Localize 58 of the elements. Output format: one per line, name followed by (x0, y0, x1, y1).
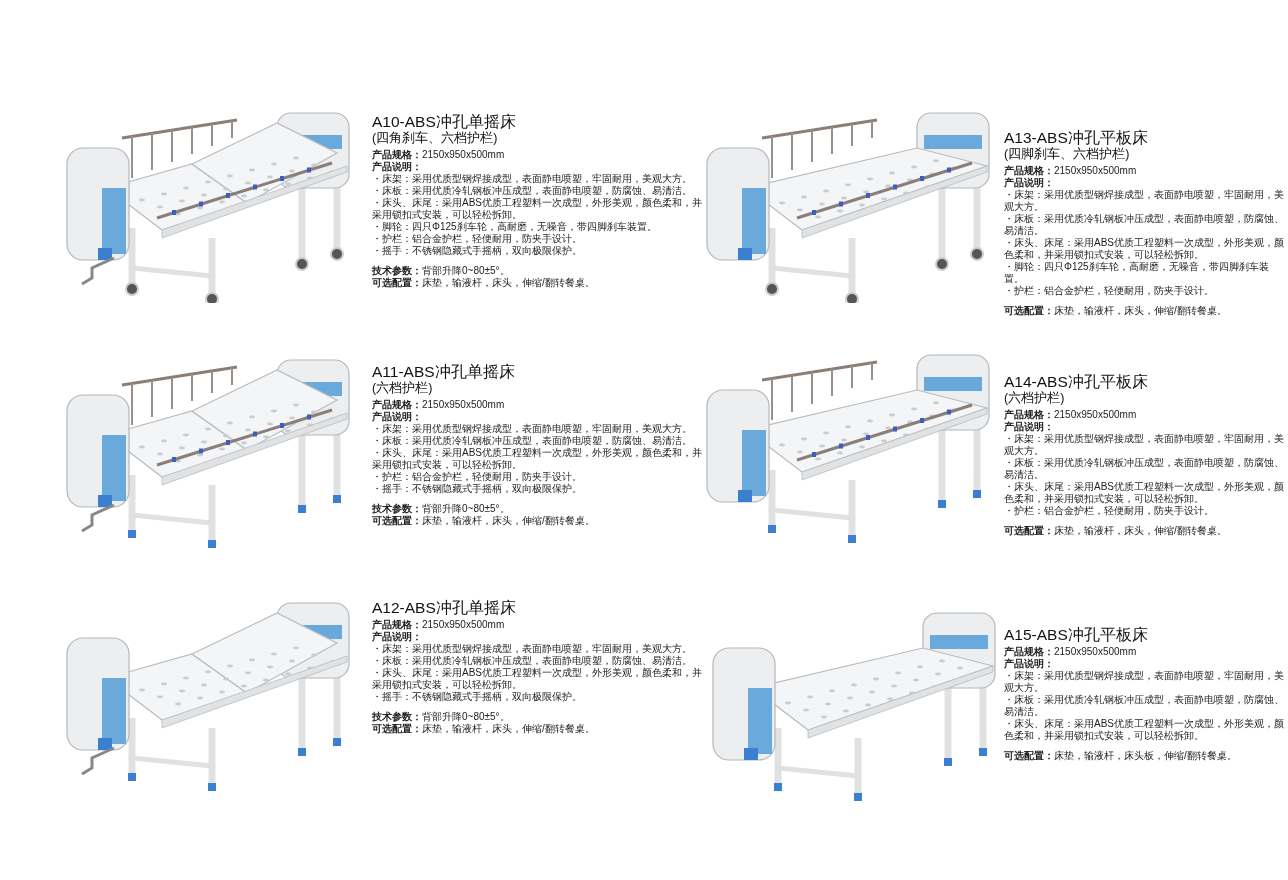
bullet-item: ・床头、床尾：采用ABS优质工程塑料一次成型，外形美观，颜色柔和，并采用锁扣式安装，可以轻松拆卸。 (1004, 718, 1285, 742)
spec-text: 可选配置：床垫，输液杆，床头，伸缩/翻转餐桌。 (1004, 305, 1228, 317)
product-title: A14-ABS冲孔平板床 (1004, 372, 1149, 391)
spec-text: 技术参数：背部升降0~80±5°。 (372, 711, 511, 723)
spec-text: 产品规格：2150x950x500mm (1004, 165, 1138, 177)
bullet-item: ・床头、床尾：采用ABS优质工程塑料一次成型，外形美观，颜色柔和，并采用锁扣式安装，可以轻松拆卸。 (1004, 481, 1285, 505)
spec-text: 产品规格：2150x950x500mm (1004, 646, 1138, 658)
product-title: A10-ABS冲孔单摇床 (372, 112, 517, 131)
section-heading: 产品说明： (1004, 658, 1055, 670)
section-heading: 产品说明： (372, 411, 423, 423)
spec-text: 产品规格：2150x950x500mm (1004, 409, 1138, 421)
bullet-item: ・床架：采用优质型钢焊接成型，表面静电喷塑，牢固耐用，美观大方。 (1004, 189, 1285, 213)
product-subtitle: (四角刹车、六档护栏) (372, 131, 499, 146)
bullet-item: ・床架：采用优质型钢焊接成型，表面静电喷塑，牢固耐用，美观大方。 (372, 643, 693, 655)
spec-text: 产品规格：2150x950x500mm (372, 619, 506, 631)
spec-text: 可选配置：床垫，输液杆，床头板，伸缩/翻转餐桌。 (1004, 750, 1238, 762)
bullet-item: ・床架：采用优质型钢焊接成型，表面静电喷塑，牢固耐用，美观大方。 (1004, 670, 1285, 694)
bullet-item: ・床板：采用优质冷轧钢板冲压成型，表面静电喷塑，防腐蚀、易清洁。 (372, 185, 693, 197)
spec-text: 可选配置：床垫，输液杆，床头，伸缩/翻转餐桌。 (372, 723, 596, 735)
section-heading: 产品说明： (372, 631, 423, 643)
bullet-item: ・护栏：铝合金护栏，轻便耐用，防夹手设计。 (372, 471, 583, 483)
product-title: A15-ABS冲孔平板床 (1004, 625, 1149, 644)
bullet-item: ・床板：采用优质冷轧钢板冲压成型，表面静电喷塑，防腐蚀、易清洁。 (372, 435, 693, 447)
bullet-item: ・摇手：不锈钢隐藏式手摇柄，双向极限保护。 (372, 245, 583, 257)
bullet-item: ・床架：采用优质型钢焊接成型，表面静电喷塑，牢固耐用，美观大方。 (372, 423, 693, 435)
section-heading: 产品说明： (1004, 177, 1055, 189)
spec-text: 可选配置：床垫，输液杆，床头，伸缩/翻转餐桌。 (372, 515, 596, 527)
bullet-item: ・床头、床尾：采用ABS优质工程塑料一次成型，外形美观，颜色柔和，并采用锁扣式安装，可以轻松拆卸。 (372, 667, 703, 691)
bullet-item: ・床头、床尾：采用ABS优质工程塑料一次成型，外形美观，颜色柔和，并采用锁扣式安装，可以轻松拆卸。 (372, 447, 703, 471)
product-subtitle: (六档护栏) (372, 381, 434, 396)
spec-text: 可选配置：床垫，输液杆，床头，伸缩/翻转餐桌。 (1004, 525, 1228, 537)
product-title: A13-ABS冲孔平板床 (1004, 128, 1149, 147)
bullet-item: ・床板：采用优质冷轧钢板冲压成型，表面静电喷塑，防腐蚀、易清洁。 (1004, 694, 1285, 718)
bullet-item: ・脚轮：四只Φ125刹车轮，高耐磨，无噪音，带四脚刹车装置。 (1004, 261, 1270, 285)
section-heading: 产品说明： (372, 161, 423, 173)
product-subtitle: (四脚刹车、六档护栏) (1004, 147, 1131, 162)
bullet-item: ・床架：采用优质型钢焊接成型，表面静电喷塑，牢固耐用，美观大方。 (1004, 433, 1285, 457)
product-title: A12-ABS冲孔单摇床 (372, 598, 517, 617)
spec-text: 技术参数：背部升降0~80±5°。 (372, 265, 511, 277)
bullet-item: ・床架：采用优质型钢焊接成型，表面静电喷塑，牢固耐用，美观大方。 (372, 173, 693, 185)
bullet-item: ・床板：采用优质冷轧钢板冲压成型，表面静电喷塑，防腐蚀、易清洁。 (372, 655, 693, 667)
bullet-item: ・脚轮：四只Φ125刹车轮，高耐磨，无噪音，带四脚刹车装置。 (372, 221, 658, 233)
spec-text: 可选配置：床垫，输液杆，床头，伸缩/翻转餐桌。 (372, 277, 596, 289)
product-title: A11-ABS冲孔单摇床 (372, 362, 516, 381)
spec-text: 产品规格：2150x950x500mm (372, 149, 506, 161)
bullet-item: ・护栏：铝合金护栏，轻便耐用，防夹手设计。 (372, 233, 583, 245)
bullet-item: ・床头、床尾：采用ABS优质工程塑料一次成型，外形美观，颜色柔和，并采用锁扣式安装，可以轻松拆卸。 (1004, 237, 1285, 261)
bullet-item: ・护栏：铝合金护栏，轻便耐用，防夹手设计。 (1004, 285, 1215, 297)
spec-text: 技术参数：背部升降0~80±5°。 (372, 503, 511, 515)
bullet-item: ・床头、床尾：采用ABS优质工程塑料一次成型，外形美观，颜色柔和，并采用锁扣式安装，可以轻松拆卸。 (372, 197, 703, 221)
bullet-item: ・摇手：不锈钢隐藏式手摇柄，双向极限保护。 (372, 691, 583, 703)
bullet-item: ・床板：采用优质冷轧钢板冲压成型，表面静电喷塑，防腐蚀、易清洁。 (1004, 213, 1285, 237)
bullet-item: ・床板：采用优质冷轧钢板冲压成型，表面静电喷塑，防腐蚀、易清洁。 (1004, 457, 1285, 481)
product-subtitle: (六档护栏) (1004, 391, 1066, 406)
spec-text: 产品规格：2150x950x500mm (372, 399, 506, 411)
bullet-item: ・护栏：铝合金护栏，轻便耐用，防夹手设计。 (1004, 505, 1215, 517)
section-heading: 产品说明： (1004, 421, 1055, 433)
bullet-item: ・摇手：不锈钢隐藏式手摇柄，双向极限保护。 (372, 483, 583, 495)
